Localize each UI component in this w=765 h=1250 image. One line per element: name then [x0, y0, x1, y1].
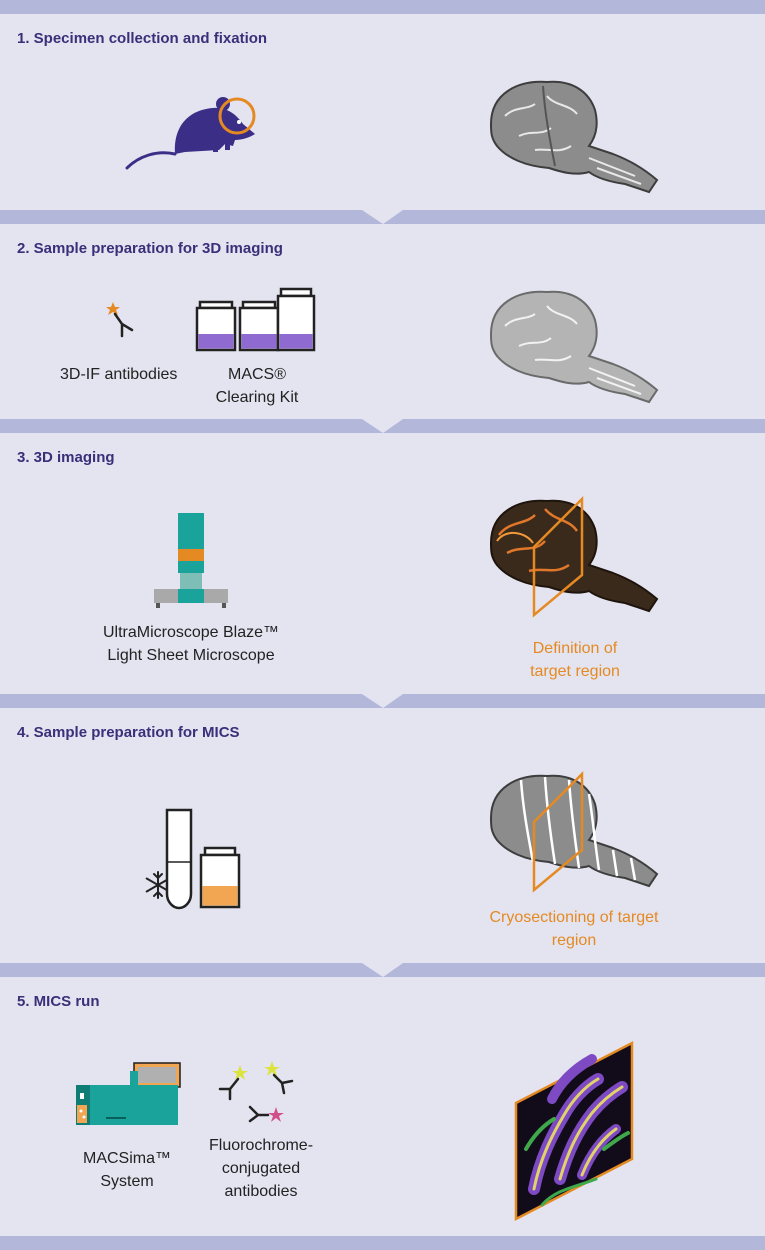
light-sheet-plane-icon	[532, 495, 584, 618]
test-tube-icon	[165, 808, 193, 910]
brain-icon	[489, 499, 659, 613]
separator-band	[0, 1236, 765, 1250]
clearing-kit-label-line2: Clearing Kit	[215, 389, 299, 406]
fluorochrome-antibody-icon	[218, 1061, 294, 1123]
light-sheet-plane-icon	[532, 770, 584, 893]
snowflake-icon	[145, 871, 171, 899]
cryosectioning-label-line2: region	[551, 932, 597, 949]
step-1-panel: 1. Specimen collection and fixation	[0, 14, 765, 210]
step-4-title: 4. Sample preparation for MICS	[17, 724, 240, 741]
brain-icon	[489, 80, 659, 194]
vial-icon	[195, 287, 316, 352]
step-3-title: 3. 3D imaging	[17, 449, 115, 466]
step-2-title: 2. Sample preparation for 3D imaging	[17, 240, 283, 257]
step-4-panel: 4. Sample preparation for MICS	[0, 708, 765, 963]
clearing-kit-label: MACS® Clearing Kit	[209, 363, 305, 409]
brain-icon	[489, 774, 659, 888]
fluorochrome-label-line3: antibodies	[224, 1183, 298, 1200]
tissue-section-image-icon	[514, 1040, 634, 1222]
macsima-system-label-line1: MACSima™	[82, 1150, 171, 1167]
step-3-panel: 3. 3D imaging UltraMicroscope Blaze™ Lig…	[0, 433, 765, 694]
macsima-system-label: MACSima™ System	[82, 1147, 172, 1193]
fluorochrome-label-line2: conjugated	[221, 1160, 301, 1177]
target-region-label: Definition of target region	[500, 637, 650, 683]
target-region-label-line2: target region	[530, 663, 620, 680]
step-1-title: 1. Specimen collection and fixation	[17, 30, 268, 47]
antibody-label-text: 3D-IF antibodies	[60, 366, 178, 383]
separator-band	[0, 0, 765, 14]
cryosectioning-label-line1: Cryosectioning of target	[489, 909, 659, 926]
microscope-label-line1: UltraMicroscope Blaze™	[102, 624, 280, 641]
mouse-icon	[125, 97, 256, 170]
macsima-system-label-line2: System	[100, 1173, 154, 1190]
target-region-label-line1: Definition of	[532, 640, 618, 657]
step-2-panel: 2. Sample preparation for 3D imaging 3D-…	[0, 224, 765, 419]
microscope-icon	[154, 513, 228, 608]
clearing-kit-label-line1: MACS®	[227, 366, 286, 383]
antibody-label: 3D-IF antibodies	[60, 363, 177, 386]
fluorochrome-antibodies-label: Fluorochrome- conjugated antibodies	[196, 1134, 326, 1203]
microscope-label-line2: Light Sheet Microscope	[107, 647, 275, 664]
macsima-instrument-icon	[76, 1062, 181, 1125]
antibody-icon	[106, 302, 134, 338]
step-5-title: 5. MICS run	[17, 993, 100, 1010]
cryosectioning-label: Cryosectioning of target region	[476, 906, 672, 952]
fluorochrome-label-line1: Fluorochrome-	[208, 1137, 314, 1154]
brain-icon	[489, 290, 659, 404]
step-5-panel: 5. MICS run MACSima™ System Fluo	[0, 977, 765, 1236]
microscope-label: UltraMicroscope Blaze™ Light Sheet Micro…	[100, 621, 282, 667]
vial-icon	[199, 846, 241, 909]
